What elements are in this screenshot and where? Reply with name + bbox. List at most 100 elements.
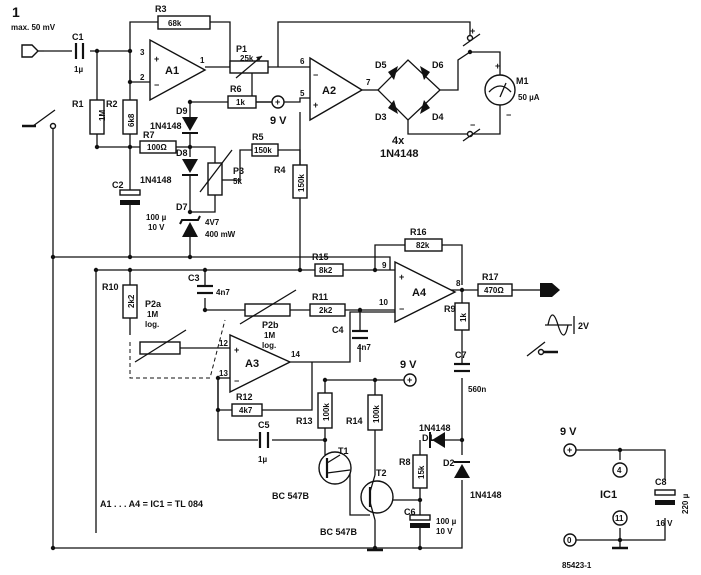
svg-text:100 µ: 100 µ: [436, 517, 457, 526]
svg-text:A4: A4: [412, 287, 427, 299]
resistor-r13: 100k R13: [296, 392, 333, 429]
transistor-t1: T1 BC 547B: [272, 446, 352, 501]
svg-text:12: 12: [219, 339, 228, 348]
resistor-r5: 150k R5: [251, 132, 279, 157]
svg-text:+: +: [495, 61, 500, 71]
svg-text:15k: 15k: [417, 465, 426, 479]
resistor-r9: 1k R9: [444, 302, 470, 331]
svg-text:7: 7: [366, 78, 371, 87]
svg-text:9 V: 9 V: [400, 359, 417, 371]
resistor-r16: 82k R16: [404, 227, 443, 252]
ground-label-c2: [50, 545, 56, 551]
svg-text:1N4148: 1N4148: [150, 121, 182, 131]
svg-text:IC1: IC1: [600, 489, 617, 501]
svg-text:C3: C3: [188, 273, 200, 283]
svg-text:BC 547B: BC 547B: [272, 491, 310, 501]
plus-9v-terminal-mid: + 9 V: [400, 359, 417, 387]
svg-text:150k: 150k: [297, 174, 306, 192]
diode-d9: D9 1N4148: [150, 106, 198, 134]
svg-text:−: −: [470, 120, 475, 130]
diode-d1: 1N4148 D1: [419, 423, 451, 448]
svg-text:D7: D7: [176, 202, 188, 212]
svg-text:D2: D2: [443, 458, 455, 468]
capacitor-c1: C1 1µ: [72, 32, 85, 74]
svg-text:1N4148: 1N4148: [380, 148, 419, 160]
svg-text:D6: D6: [432, 60, 444, 70]
svg-text:R14: R14: [346, 416, 363, 426]
capacitor-c6: C6 100 µ 10 V: [404, 507, 457, 536]
svg-text:4k7: 4k7: [239, 406, 253, 415]
svg-text:A2: A2: [322, 85, 336, 97]
resistor-r2: 6k8 R2: [106, 99, 138, 135]
svg-text:D3: D3: [375, 112, 387, 122]
svg-text:1M: 1M: [147, 310, 158, 319]
svg-text:2k2: 2k2: [127, 294, 136, 308]
svg-text:−: −: [506, 110, 511, 120]
opamp-a1: + − A1 3 2 1: [140, 38, 207, 102]
svg-text:−: −: [399, 304, 404, 314]
resistor-r1: 1M R1: [72, 99, 107, 135]
svg-text:BC 547B: BC 547B: [320, 527, 358, 537]
potentiometer-p2b: P2b 1M log.: [239, 289, 297, 350]
capacitor-c2: C2 100 µ 10 V: [112, 180, 167, 232]
resistor-r8: 15k R8: [399, 454, 428, 489]
svg-text:R11: R11: [312, 292, 328, 302]
potentiometer-p2a: P2a 1M log.: [134, 299, 187, 363]
svg-text:9: 9: [382, 261, 387, 270]
resistor-r6: 1k R6: [227, 84, 257, 109]
svg-text:C6: C6: [404, 507, 416, 517]
svg-text:11: 11: [615, 514, 624, 523]
svg-text:A3: A3: [245, 358, 259, 370]
svg-text:50 µA: 50 µA: [518, 93, 540, 102]
svg-text:R2: R2: [106, 99, 118, 109]
p2-gang-link: [129, 319, 226, 379]
svg-text:2: 2: [140, 73, 145, 82]
resistor-r15: 8k2 R15: [312, 252, 344, 277]
svg-text:470Ω: 470Ω: [484, 286, 504, 295]
svg-text:2k2: 2k2: [319, 306, 333, 315]
svg-text:R9: R9: [444, 304, 456, 314]
ic-note: A1 . . . A4 = IC1 = TL 084: [100, 499, 203, 509]
svg-text:10 V: 10 V: [436, 527, 453, 536]
svg-text:+: +: [313, 100, 318, 110]
resistor-r4: 150k R4: [274, 164, 308, 199]
svg-text:+: +: [234, 345, 239, 355]
resistor-r7: 100Ω R7: [139, 130, 177, 154]
diode-d7: D7 4V7 400 mW: [176, 202, 236, 239]
svg-text:1k: 1k: [459, 313, 468, 322]
svg-text:R3: R3: [155, 4, 167, 14]
svg-text:+: +: [399, 272, 404, 282]
svg-text:5: 5: [300, 89, 305, 98]
resistor-r11: 2k2 R11: [309, 292, 346, 317]
svg-text:0: 0: [567, 536, 572, 545]
svg-text:3: 3: [140, 48, 145, 57]
svg-text:1: 1: [12, 4, 20, 20]
svg-text:4: 4: [617, 466, 622, 475]
svg-text:−: −: [313, 70, 318, 80]
svg-text:+: +: [407, 375, 412, 385]
diode-d2: D2 1N4148: [443, 458, 502, 500]
ground-terminal-right: [526, 341, 558, 357]
svg-text:68k: 68k: [168, 19, 182, 28]
opamp-a3: + − A3 12 13 14: [219, 333, 300, 394]
svg-text:R17: R17: [482, 272, 499, 282]
svg-text:P2b: P2b: [262, 320, 279, 330]
svg-text:100k: 100k: [372, 405, 381, 423]
svg-text:1N4148: 1N4148: [419, 423, 451, 433]
svg-text:R16: R16: [410, 227, 427, 237]
svg-text:R10: R10: [102, 282, 119, 292]
svg-text:D8: D8: [176, 148, 188, 158]
capacitor-c8: C8 220 µ 16 V: [654, 477, 690, 528]
svg-text:C2: C2: [112, 180, 124, 190]
svg-text:C1: C1: [72, 32, 84, 42]
transistor-t2: T2 BC 547B: [320, 468, 394, 537]
svg-text:T2: T2: [376, 468, 387, 478]
svg-text:16 V: 16 V: [656, 519, 673, 528]
svg-text:4V7: 4V7: [205, 218, 220, 227]
svg-text:P1: P1: [236, 44, 247, 54]
svg-text:8k2: 8k2: [319, 266, 333, 275]
svg-text:220 µ: 220 µ: [681, 493, 690, 514]
meter-m1: M1 50 µA + −: [484, 61, 540, 120]
resistor-r3: 68k R3: [155, 4, 211, 30]
svg-text:150k: 150k: [254, 146, 272, 155]
